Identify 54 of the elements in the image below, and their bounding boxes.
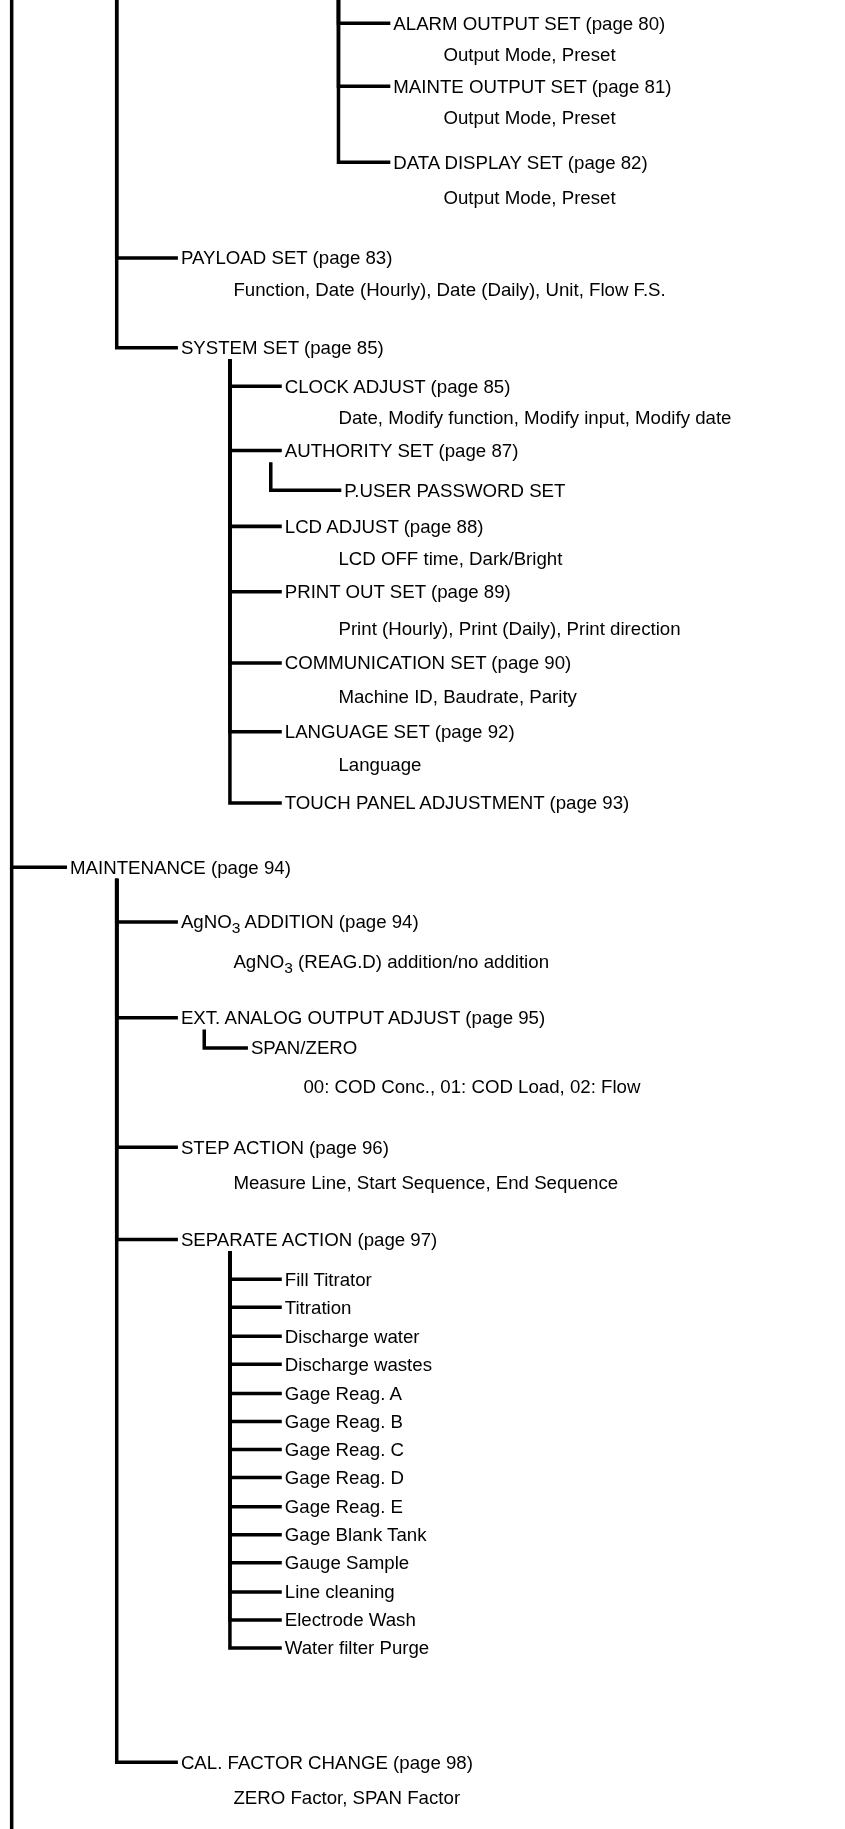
tree-line (114, 0, 178, 350)
menu-item: SYSTEM SET (page 85) (180, 336, 384, 360)
setting-list: Output Mode, Preset (443, 185, 648, 209)
menu-item: Gauge Sample (284, 1551, 410, 1575)
menu-item: Line cleaning (284, 1580, 395, 1604)
setting-list: Print (Hourly), Print (Daily), Print direction (338, 617, 681, 641)
menu-item: MAINTE OUTPUT SET (page 81) (393, 74, 672, 99)
setting-list: Machine ID, Baudrate, Parity (338, 685, 577, 709)
menu-item: LANGUAGE SET (page 92) (284, 720, 515, 744)
menu-item: Gage Reag. C (284, 1437, 405, 1462)
menu-item: COMMUNICATION SET (page 90) (284, 651, 573, 675)
setting-list: Date, Modify function, Modify input, Modify date (338, 406, 732, 430)
setting-list: ZERO Factor, SPAN Factor (233, 1785, 473, 1810)
menu-item: PAYLOAD SET (page 83) (180, 246, 394, 270)
menu-item: TOUCH PANEL ADJUSTMENT (page 93) (284, 791, 630, 815)
setting-list: Measure Line, Start Sequence, End Sequence (233, 1170, 619, 1194)
menu-item: CLOCK ADJUST (page 85) (284, 374, 512, 398)
menu-item: Gage Reag. E (284, 1495, 403, 1519)
menu-item: Gage Reag. D (284, 1465, 405, 1490)
menu-item: SEPARATE ACTION (page 97) (180, 1227, 438, 1252)
tree-line (336, 0, 391, 164)
tree-line (9, 0, 68, 869)
setting-list: AgNO$_{3}$ (REAG.D) addition/no addition (233, 949, 550, 979)
menu-item: SPAN/ZERO (250, 1036, 359, 1060)
menu-item: STEP ACTION (page 96) (180, 1135, 390, 1159)
setting-list: LCD OFF time, Dark/Bright (338, 547, 563, 571)
setting-list: Output Mode, Preset (443, 43, 666, 67)
menu-item: Gage Reag. A (284, 1381, 402, 1406)
menu-item: Discharge water (284, 1324, 420, 1349)
menu-item: P.USER PASSWORD SET (344, 478, 566, 502)
menu-item: LCD ADJUST (page 88) (284, 514, 485, 539)
menu-item: Gage Blank Tank (284, 1523, 427, 1547)
tree-line (269, 462, 342, 492)
menu-item: Gage Reag. B (284, 1409, 403, 1434)
menu-item: CAL. FACTOR CHANGE (page 98) (180, 1750, 473, 1775)
tree-line (228, 359, 282, 805)
tree-line (202, 1029, 248, 1050)
menu-item: AgNO$_{3}$ ADDITION (page 94) (180, 910, 420, 939)
menu-item: Discharge wastes (284, 1352, 432, 1377)
menu-item: ALARM OUTPUT SET (page 80) (393, 11, 666, 35)
menu-item: Titration (284, 1295, 352, 1319)
menu-item: PRINT OUT SET (page 89) (284, 580, 512, 604)
menu-item: Water filter Purge (284, 1636, 430, 1660)
menu-item: MAINTENANCE (page 94) (70, 855, 291, 879)
menu-item: AUTHORITY SET (page 87) (284, 438, 519, 463)
setting-list: 00: COD Conc., 01: COD Load, 02: Flow (303, 1074, 641, 1099)
setting-list: Output Mode, Preset (443, 106, 672, 130)
menu-item: EXT. ANALOG OUTPUT ADJUST (page 95) (180, 1006, 546, 1030)
setting-list: Function, Date (Hourly), Date (Daily), Unit, Flow F.S. (233, 277, 666, 302)
tree-line (114, 878, 178, 1765)
menu-item: Electrode Wash (284, 1608, 416, 1632)
menu-item: Fill Titrator (284, 1267, 372, 1291)
menu-item: DATA DISPLAY SET (page 82) (393, 150, 648, 174)
setting-list: Language (338, 752, 515, 777)
